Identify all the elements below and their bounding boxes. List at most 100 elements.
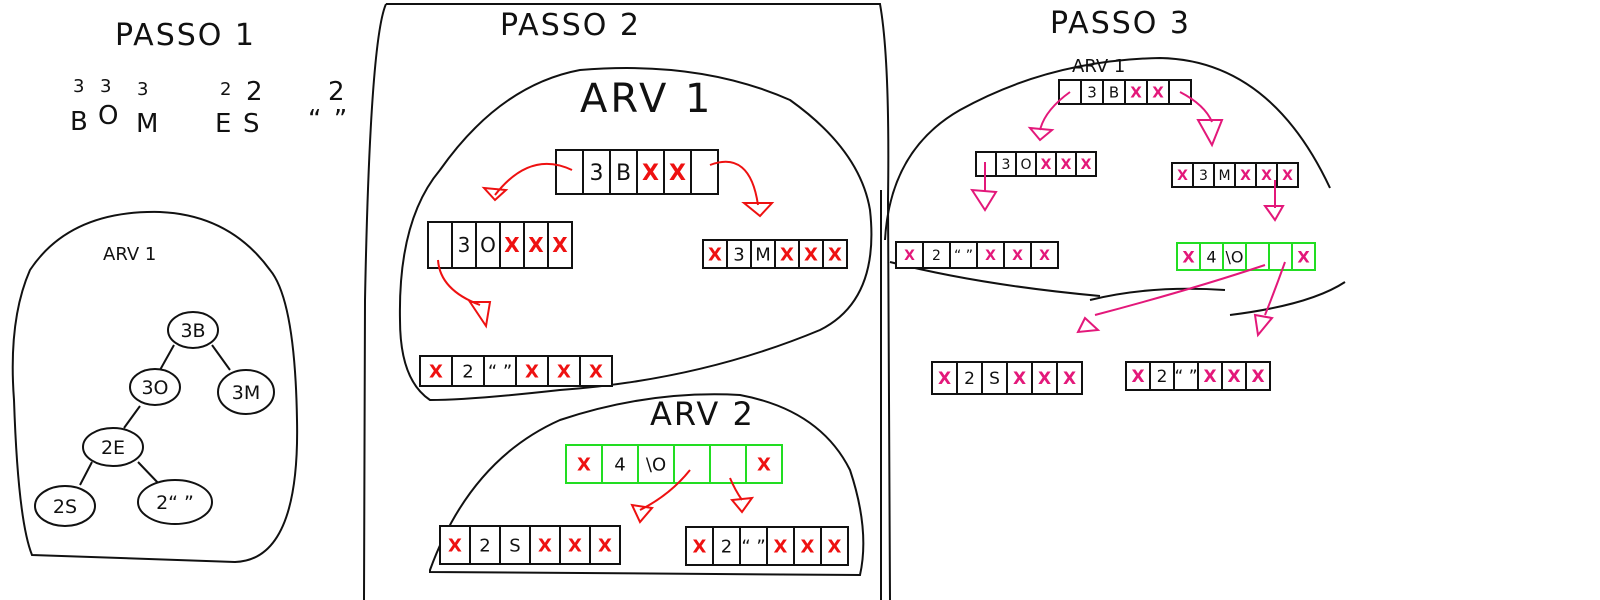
count-o: 3 [100,76,111,97]
count-e: 2 [220,79,231,100]
array-cell-text: 2 [479,535,490,556]
empty-slot-x-mark: X [669,161,686,186]
empty-slot-x-mark: X [904,248,915,264]
array-cell [709,444,747,484]
svg-text:2S: 2S [53,496,77,518]
array-cell-text: 3 [458,233,471,257]
svg-text:2E: 2E [101,437,125,459]
empty-slot-x-mark: X [448,535,462,556]
panel3-blob [884,56,1346,316]
empty-slot-x-mark: X [985,248,996,264]
array-cell [523,221,549,269]
array-cell [822,239,848,269]
panel1-blob [11,210,299,564]
array-cell [1276,162,1299,188]
array-cell [1291,242,1316,271]
empty-slot-x-mark: X [1081,157,1092,173]
array-cell [1075,151,1097,177]
arv2-label: ARV 2 [650,395,755,433]
array-cell [1030,241,1059,269]
empty-slot-x-mark: X [938,369,951,389]
svg-text:3B: 3B [180,320,205,342]
tree-node-3b: 3B [167,311,219,349]
tree-node-3m: 3M [217,369,275,415]
array-cell [1003,241,1032,269]
array-cell-text: 2 [964,369,975,389]
empty-slot-x-mark: X [1041,157,1052,173]
empty-slot-x-mark: X [552,233,568,257]
empty-slot-x-mark: X [1061,157,1072,173]
array-cell [427,221,453,269]
array-cell [1125,361,1151,391]
empty-slot-x-mark: X [708,244,722,265]
letter-o: O [98,101,120,131]
count-m: 3 [137,79,148,100]
array-cell [582,149,611,195]
arv1-label: ARV 1 [580,76,714,122]
array-cell [469,525,501,565]
empty-slot-x-mark: X [757,454,771,475]
empty-slot-x-mark: X [1013,369,1026,389]
empty-slot-x-mark: X [538,535,552,556]
empty-slot-x-mark: X [642,161,659,186]
count-space: 2 [328,77,347,107]
array-cell [451,355,485,387]
arv2-arrows [630,469,755,524]
letter-s: S [243,109,262,139]
array-cell-text: 2 [462,361,473,382]
array-cell-text: M [1218,168,1230,184]
array-cell [636,149,665,195]
panel3-title: PASSO 3 [1050,6,1191,41]
tree-edges [79,344,231,486]
array-cell [547,221,573,269]
array-cell [1197,361,1223,391]
array-cell-text: S [509,535,520,556]
empty-slot-x-mark: X [774,536,788,557]
tree-node-2s: 2S [34,485,96,527]
array-cell-text: 3 [590,161,604,186]
tree-node-3o: 3O [129,368,181,406]
empty-slot-x-mark: X [780,244,794,265]
array-cell [579,355,613,387]
array-cell-text: M [755,244,771,265]
array-cell [726,239,752,269]
letter-b: B [70,107,90,137]
array-cell-text: 4 [614,454,625,475]
array-cell-text: B [1109,83,1119,101]
empty-slot-x-mark: X [1182,247,1195,266]
array-cell [1031,361,1058,395]
tree-node-2e: 2E [82,427,144,467]
empty-slot-x-mark: X [525,361,539,382]
array-cell [559,525,591,565]
array-cell [1221,361,1247,391]
array-cell-text: “ ” [1174,367,1197,387]
count-b: 3 [73,76,84,97]
empty-slot-x-mark: X [1240,168,1251,184]
array-cell-text: 3 [1199,168,1208,184]
empty-slot-x-mark: X [528,233,544,257]
empty-slot-x-mark: X [1131,367,1144,387]
array-cell [798,239,824,269]
array-cell [439,525,471,565]
count-s: 2 [246,77,265,107]
panel3-arrows [970,91,1286,338]
panel1-title: PASSO 1 [115,18,256,53]
empty-slot-x-mark: X [1282,168,1293,184]
letter-m: M [136,109,160,139]
letter-space: “ ” [308,105,349,135]
arv1-arrows [437,160,775,329]
svg-text:3M: 3M [232,382,260,404]
empty-slot-x-mark: X [568,535,582,556]
array-cell [555,149,584,195]
arv1-blob [398,67,873,402]
